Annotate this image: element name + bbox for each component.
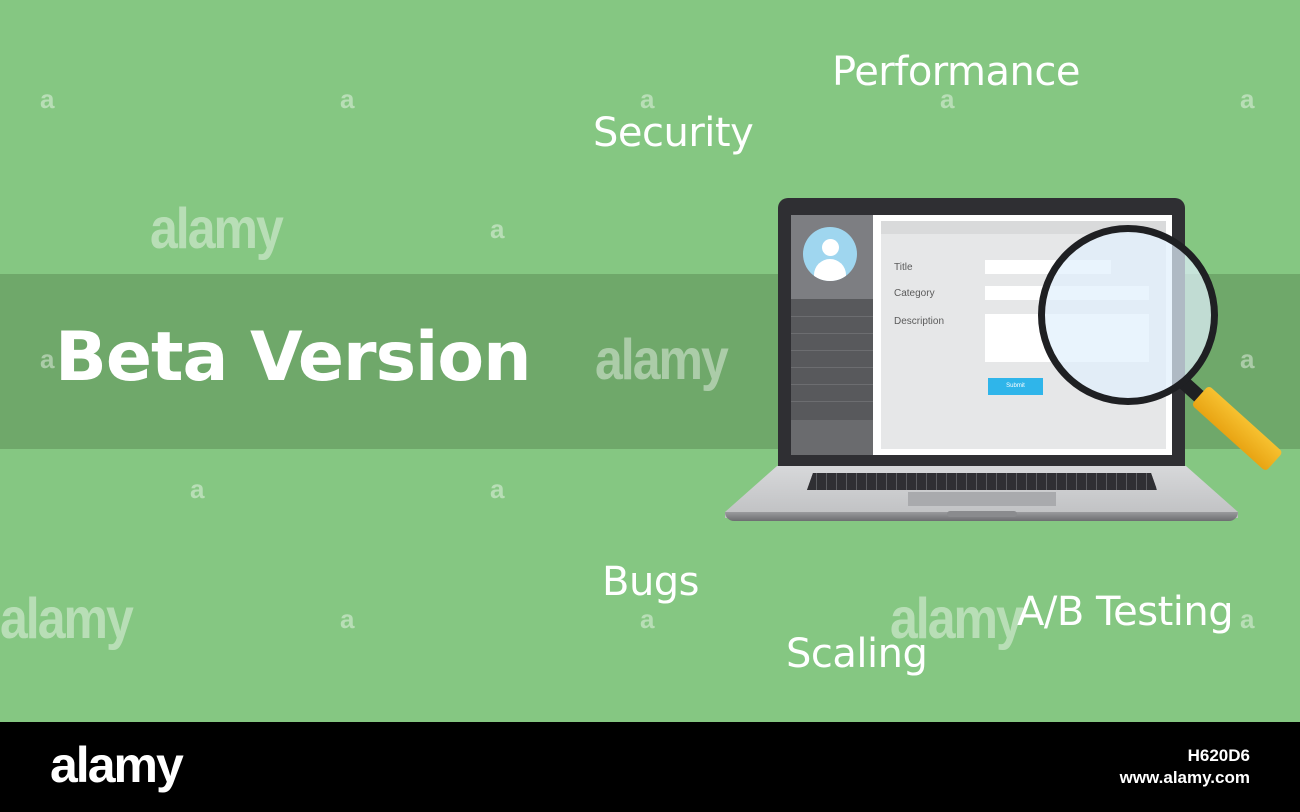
watermark-logo: alamy — [150, 196, 284, 261]
keyword-ab-testing: A/B Testing — [1017, 589, 1234, 635]
keyword-scaling: Scaling — [786, 631, 928, 677]
laptop-notch — [947, 511, 1017, 517]
watermark-mark: a — [1240, 84, 1255, 114]
watermark-logo: alamy — [890, 586, 1024, 651]
watermark-mark: a — [490, 474, 505, 504]
watermark-mark: a — [40, 84, 55, 114]
footer-url[interactable]: www.alamy.com — [1119, 768, 1250, 787]
watermark-mark: a — [190, 474, 205, 504]
headline: Beta Version — [55, 318, 531, 397]
watermark-mark: a — [1240, 344, 1255, 374]
watermark-logo: alamy — [0, 586, 134, 651]
keyboard — [807, 473, 1157, 490]
watermark-mark: a — [940, 84, 955, 114]
magnifier-icon — [1038, 225, 1218, 405]
watermark-mark: a — [640, 604, 655, 634]
image-id: H620D6 — [1187, 746, 1250, 765]
sidebar-item[interactable] — [791, 316, 873, 317]
keyword-bugs: Bugs — [602, 559, 700, 605]
sidebar-item[interactable] — [791, 350, 873, 351]
watermark-mark: a — [640, 84, 655, 114]
watermark-logo: alamy — [595, 327, 729, 392]
keyword-security: Security — [593, 110, 754, 156]
avatar[interactable] — [803, 227, 857, 281]
watermark-mark: a — [340, 84, 355, 114]
description-label: Description — [894, 316, 945, 327]
sidebar-profile-area — [791, 215, 873, 299]
watermark-mark: a — [340, 604, 355, 634]
category-label: Category — [894, 288, 935, 299]
sidebar-footer — [791, 420, 873, 455]
app-sidebar — [791, 215, 873, 455]
watermark-mark: a — [490, 214, 505, 244]
keyword-performance: Performance — [832, 49, 1080, 95]
footer-logo: alamy — [50, 737, 184, 793]
user-icon — [822, 239, 839, 256]
user-icon-body — [814, 259, 846, 281]
sidebar-item[interactable] — [791, 333, 873, 334]
submit-button[interactable]: Submit — [988, 378, 1043, 395]
watermark-mark: a — [40, 344, 55, 374]
sidebar-item[interactable] — [791, 384, 873, 385]
watermark-mark: a — [1240, 604, 1255, 634]
sidebar-item[interactable] — [791, 401, 873, 402]
sidebar-item[interactable] — [791, 367, 873, 368]
trackpad — [908, 492, 1056, 506]
title-label: Title — [894, 262, 913, 273]
footer-bar: alamy H620D6 www.alamy.com — [0, 722, 1300, 812]
